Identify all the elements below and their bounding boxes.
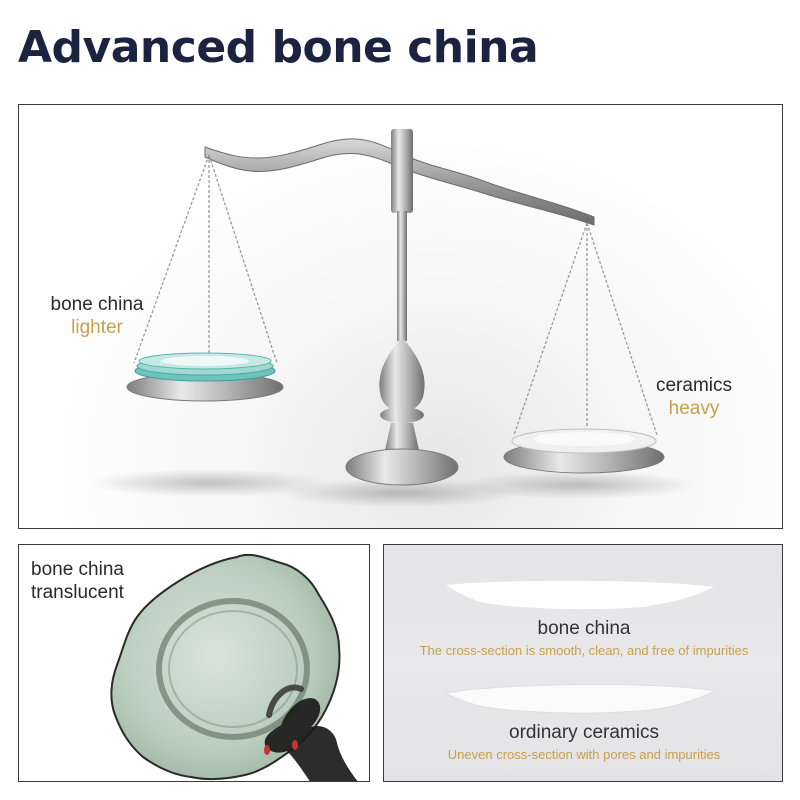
- scale-pillar: [397, 211, 407, 341]
- translucent-label-line1: bone china: [31, 559, 124, 580]
- right-pan: [503, 428, 665, 474]
- scale-comparison-panel: bone china lighter ceramics heavy: [18, 104, 783, 529]
- bone-china-section-title: bone china: [537, 618, 631, 639]
- scale-beam: [204, 138, 595, 226]
- left-pan: [126, 352, 284, 402]
- translucent-label-line2: translucent: [31, 582, 124, 603]
- hand-silhouette: [264, 698, 358, 781]
- fingernail: [292, 740, 298, 750]
- right-pan-label: ceramics heavy: [639, 374, 749, 420]
- balance-scale-illustration: [89, 129, 699, 507]
- scale-base: [345, 448, 459, 486]
- translucent-label: bone china translucent: [31, 558, 124, 604]
- page-title: Advanced bone china: [18, 22, 539, 73]
- left-pan-label: bone china lighter: [37, 293, 157, 339]
- scale-post-top: [391, 129, 413, 213]
- ceramics-section-title: ordinary ceramics: [509, 722, 659, 743]
- base-shadow: [279, 479, 519, 507]
- pan-shadow-left: [89, 469, 329, 497]
- ceramics-section-note: Uneven cross-section with pores and impu…: [447, 747, 721, 762]
- translucent-panel: bone china translucent: [18, 544, 370, 782]
- ceramics-cross-section: [444, 683, 718, 714]
- right-pan-qualifier: heavy: [668, 398, 720, 419]
- right-pan-name: ceramics: [655, 375, 732, 396]
- bone-china-section-text: bone china The cross-section is smooth, …: [384, 618, 782, 658]
- left-chains: [133, 154, 278, 364]
- ceramics-section-text: ordinary ceramics Uneven cross-section w…: [384, 722, 782, 762]
- left-pan-name: bone china: [50, 294, 144, 315]
- right-chains: [513, 222, 658, 436]
- left-pan-qualifier: lighter: [71, 317, 123, 338]
- scale-knob: [379, 337, 425, 413]
- bone-china-section-note: The cross-section is smooth, clean, and …: [419, 643, 749, 658]
- pan-shadow-right: [459, 471, 699, 499]
- bone-china-cross-section: [446, 580, 714, 610]
- cross-section-illustration: [444, 580, 718, 714]
- cross-section-panel: bone china The cross-section is smooth, …: [383, 544, 783, 782]
- translucent-plate-illustration: [110, 553, 358, 781]
